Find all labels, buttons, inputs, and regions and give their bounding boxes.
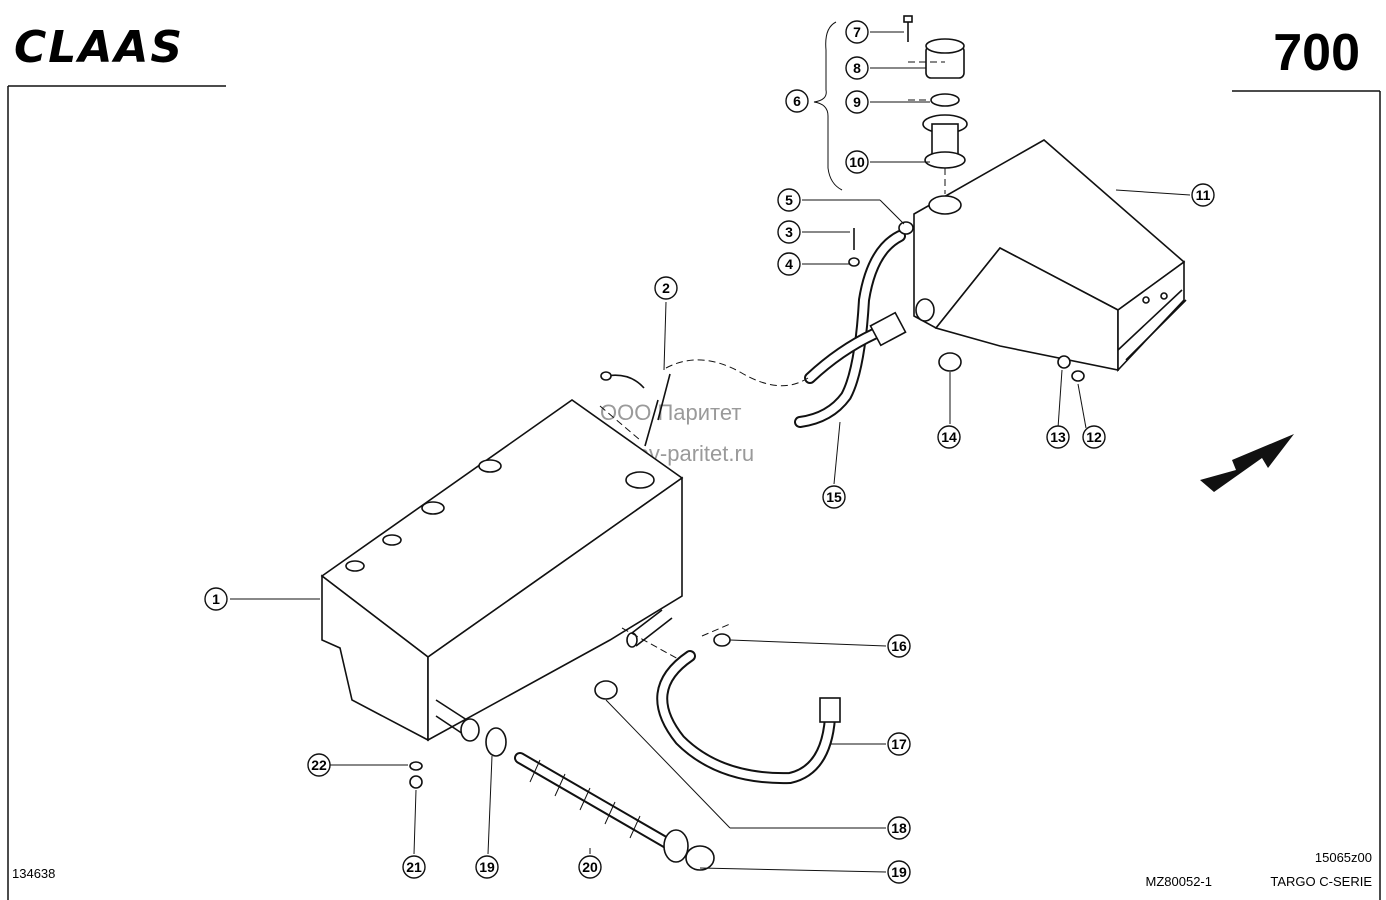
callout-16: 16: [891, 638, 907, 654]
leader-lines: [230, 31, 1191, 873]
hose-17: [656, 650, 841, 785]
callout-19b: 19: [891, 864, 907, 880]
callout-21: 21: [406, 859, 422, 875]
callout-1: 1: [212, 591, 220, 607]
reference-code: 15065z00: [1315, 850, 1372, 865]
callout-17: 17: [891, 736, 907, 752]
model-code: MZ80052-1: [1146, 874, 1212, 889]
footer: 134638 MZ80052-1 15065z00 TARGO C-SERIE: [12, 850, 1372, 889]
callout-5: 5: [785, 192, 793, 208]
filler-assembly: [813, 15, 968, 194]
callout-4: 4: [785, 256, 793, 272]
tank-link-dashed: [599, 405, 731, 661]
callout-2: 2: [662, 280, 670, 296]
callout-3: 3: [785, 224, 793, 240]
callout-22: 22: [311, 757, 327, 773]
brand-logo: CLAAS: [8, 22, 226, 87]
callout-circles: [204, 20, 1215, 884]
hose-route-dashed: [665, 359, 809, 387]
callout-11: 11: [1196, 187, 1211, 203]
brand-logo-text: CLAAS: [14, 22, 184, 73]
direction-arrow: [1200, 434, 1294, 492]
main-tank: [320, 371, 684, 742]
series-label: TARGO C-SERIE: [1270, 874, 1372, 889]
page-number: 700: [1232, 24, 1381, 900]
watermark-company: ООО Паритет: [600, 400, 741, 425]
callout-labels: 1 2 3 4 5 6 7 8 9 10 11 12 13 14 15 16 1…: [212, 24, 1211, 880]
callout-10: 10: [849, 154, 865, 170]
hose-15: [794, 230, 906, 428]
drawing-id: 134638: [12, 866, 55, 881]
small-fittings: [409, 221, 1085, 871]
page-number-text: 700: [1273, 24, 1360, 82]
callout-7: 7: [853, 24, 861, 40]
callout-20: 20: [582, 859, 598, 875]
callout-18: 18: [891, 820, 907, 836]
hose-20: [514, 752, 689, 863]
hose-upper-connector: [804, 311, 907, 384]
callout-12: 12: [1086, 429, 1102, 445]
callout-8: 8: [853, 60, 861, 76]
expansion-tank: [913, 139, 1187, 373]
callout-13: 13: [1050, 429, 1066, 445]
callout-6: 6: [793, 93, 801, 109]
callout-14: 14: [941, 429, 957, 445]
callout-9: 9: [853, 94, 861, 110]
callout-19a: 19: [479, 859, 495, 875]
callout-15: 15: [826, 489, 842, 505]
